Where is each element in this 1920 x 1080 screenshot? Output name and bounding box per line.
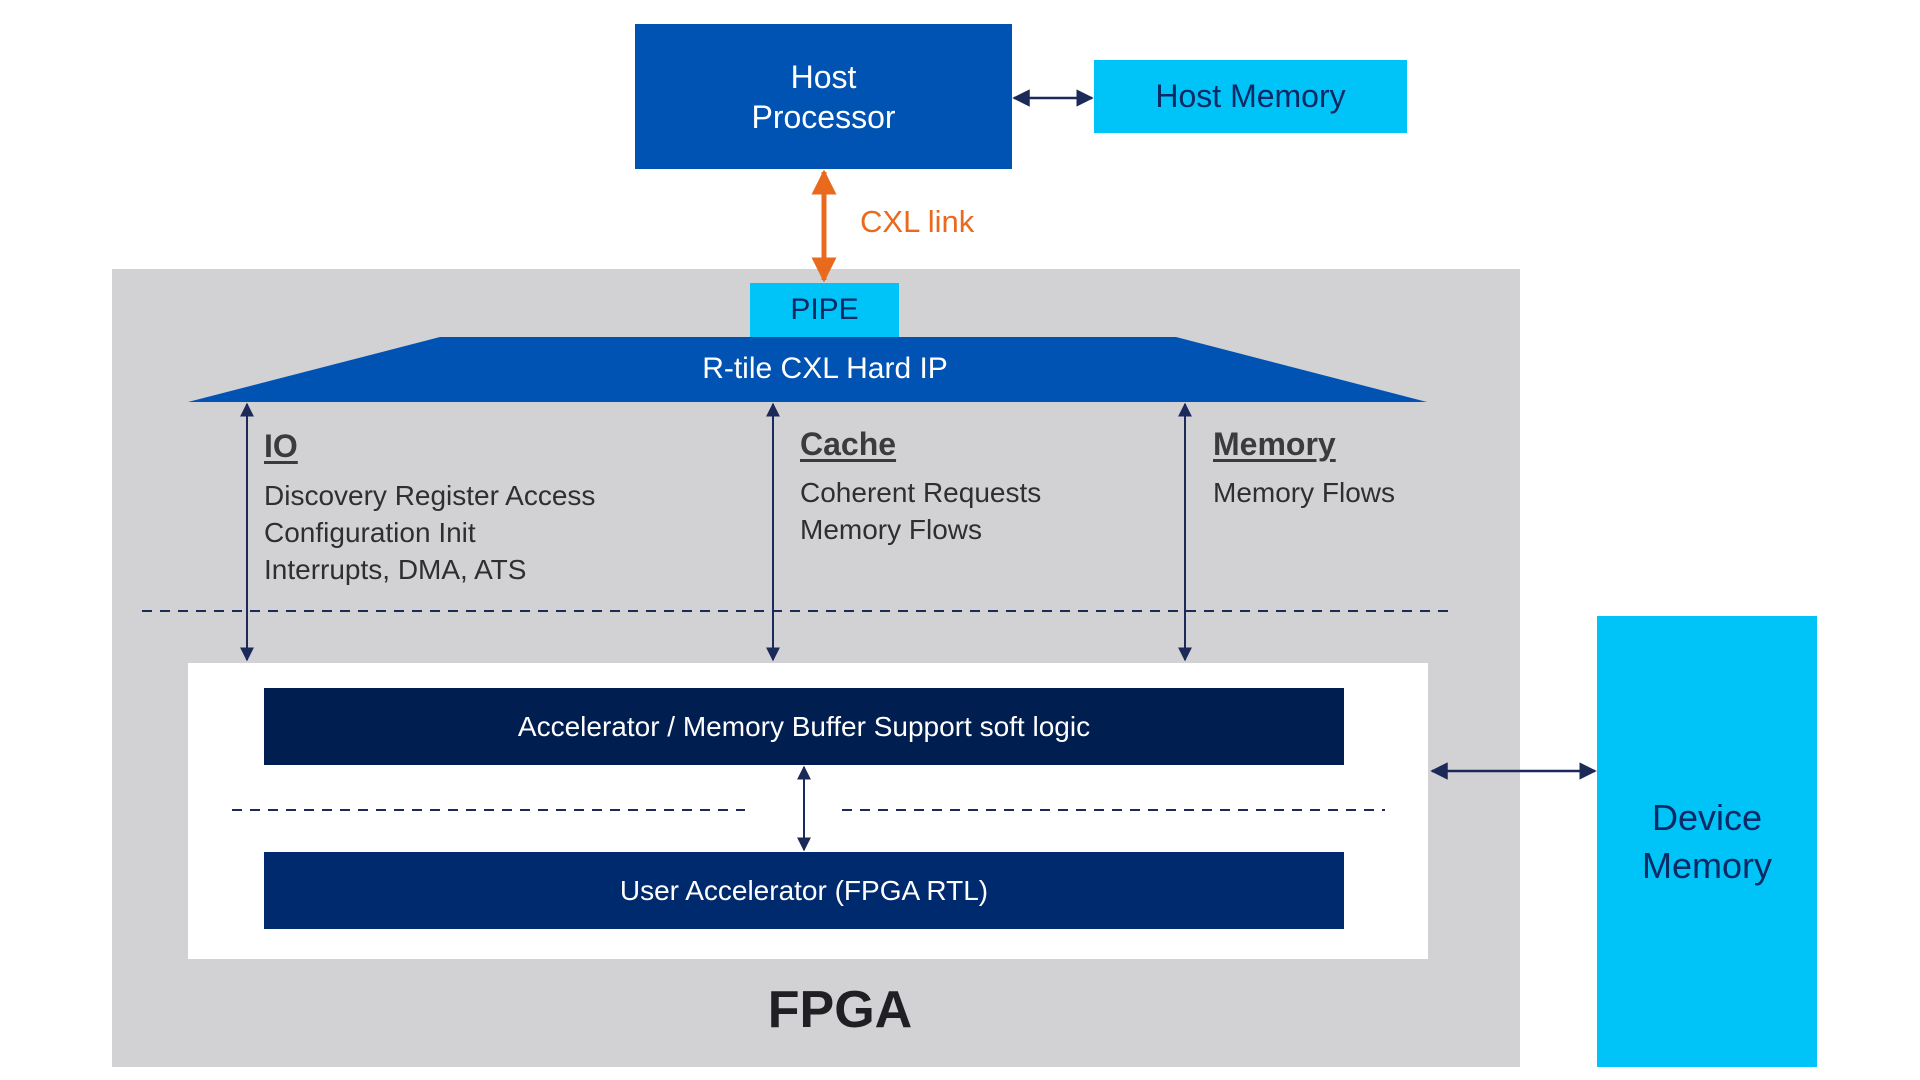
accelerator-soft-logic-bar: Accelerator / Memory Buffer Support soft… [264, 688, 1344, 765]
device-memory-line1: Device [1651, 796, 1763, 838]
io-line-1: Discovery Register Access [264, 480, 596, 511]
io-title: IO [264, 428, 298, 464]
cxl-link-label: CXL link [860, 204, 975, 239]
host-processor-line2: Processor [751, 98, 896, 135]
cache-title: Cache [800, 426, 897, 462]
io-line-3: Interrupts, DMA, ATS [264, 554, 527, 585]
user-accelerator-bar: User Accelerator (FPGA RTL) [264, 852, 1344, 929]
host-processor-block: Host Processor [635, 24, 1012, 169]
rtile-label: R-tile CXL Hard IP [702, 352, 948, 385]
host-memory-label: Host Memory [1155, 78, 1346, 114]
user-accelerator-label: User Accelerator (FPGA RTL) [619, 874, 989, 906]
pipe-label: PIPE [790, 293, 859, 326]
io-line-2: Configuration Init [264, 517, 476, 548]
accelerator-bar-label: Accelerator / Memory Buffer Support soft… [517, 710, 1091, 742]
memory-line-1: Memory Flows [1213, 477, 1396, 508]
pipe-block: PIPE [750, 283, 899, 337]
cache-line-2: Memory Flows [800, 514, 983, 545]
device-memory-block: Device Memory [1597, 616, 1817, 1067]
cache-line-1: Coherent Requests [800, 477, 1042, 508]
host-memory-block: Host Memory [1094, 60, 1407, 133]
host-processor-line1: Host [790, 58, 857, 95]
device-memory-line2: Memory [1641, 844, 1772, 886]
fpga-label: FPGA [767, 981, 913, 1039]
memory-title: Memory [1213, 426, 1336, 462]
